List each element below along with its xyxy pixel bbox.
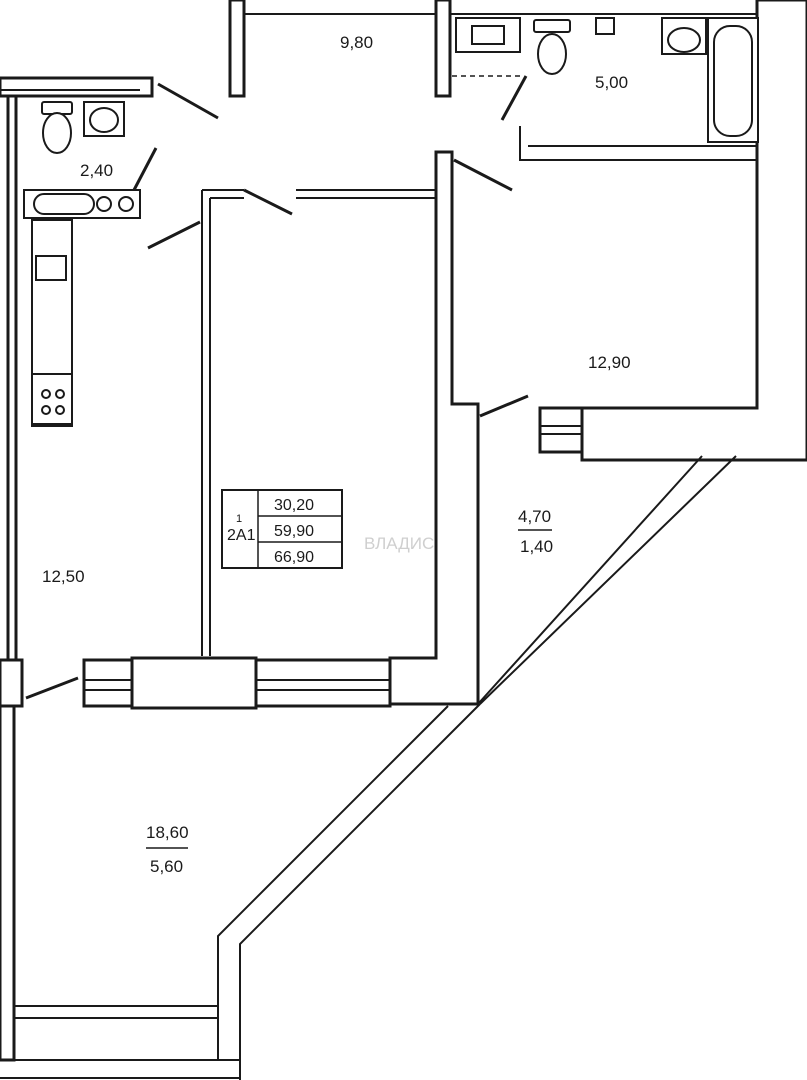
balcony-bottom xyxy=(0,1005,240,1079)
living-top-wall-right xyxy=(296,189,436,199)
bedroom-window xyxy=(538,406,584,454)
door-living xyxy=(243,188,293,216)
bathroom-right-wall xyxy=(580,0,807,462)
balcony-left-wall xyxy=(0,704,16,1062)
room-area-bedroom: 12,90 xyxy=(588,353,631,372)
table-total-area: 59,90 xyxy=(274,523,314,540)
hall-left-wall xyxy=(228,0,246,98)
table-total-with-balcony: 66,90 xyxy=(274,549,314,566)
watermark-text: ВЛАДИС xyxy=(364,534,434,553)
door-bathroom xyxy=(500,75,528,121)
table-floor: 1 xyxy=(236,513,242,525)
door-bedroom xyxy=(453,158,513,192)
door-bedroom-balcony xyxy=(479,394,529,418)
hall-top-wall xyxy=(243,0,437,15)
door-wc-hall xyxy=(157,82,219,120)
room-area-corridor-top: 4,70 xyxy=(518,507,551,526)
door-wc xyxy=(132,147,158,191)
living-top-partition xyxy=(202,189,244,199)
left-column xyxy=(0,658,24,708)
wc-sink-icon xyxy=(83,101,125,137)
balcony-rail-outer xyxy=(477,455,737,705)
bathroom-sink-icon xyxy=(661,17,707,55)
radiator-icon xyxy=(23,189,141,219)
table-living-area: 30,20 xyxy=(274,497,314,514)
balcony-rail-diag xyxy=(217,703,481,1080)
room-area-bathroom: 5,00 xyxy=(595,73,628,92)
room-area-corridor-bottom: 1,40 xyxy=(520,537,553,556)
wc-top-wall xyxy=(0,76,154,98)
bathroom-bottom-wall xyxy=(519,126,757,161)
room-area-kitchen: 12,50 xyxy=(42,567,85,586)
room-area-wc: 2,40 xyxy=(80,161,113,180)
table-type: 2A1 xyxy=(227,527,256,544)
towel-rail-icon xyxy=(595,17,615,35)
living-window-pier xyxy=(130,656,258,710)
bathroom-toilet-icon xyxy=(533,19,571,75)
door-kitchen-balcony xyxy=(25,676,79,700)
washing-machine-icon xyxy=(455,17,521,53)
bedroom-window-sill xyxy=(540,425,582,435)
room-area-balcony-top: 18,60 xyxy=(146,823,189,842)
hall-right-wall xyxy=(434,0,452,98)
area-table: 1 2A1 30,20 59,90 66,90 xyxy=(221,489,343,569)
living-right-wall xyxy=(388,150,480,706)
wc-toilet-icon xyxy=(41,101,73,154)
kitchen-counter-icon xyxy=(31,219,73,427)
bathtub-icon xyxy=(707,17,759,143)
room-area-hall: 9,80 xyxy=(340,33,373,52)
room-area-balcony-bottom: 5,60 xyxy=(150,857,183,876)
living-left-partition xyxy=(201,190,211,656)
left-exterior-wall xyxy=(6,94,18,662)
bathroom-walls xyxy=(450,0,765,15)
door-kitchen xyxy=(147,220,201,250)
